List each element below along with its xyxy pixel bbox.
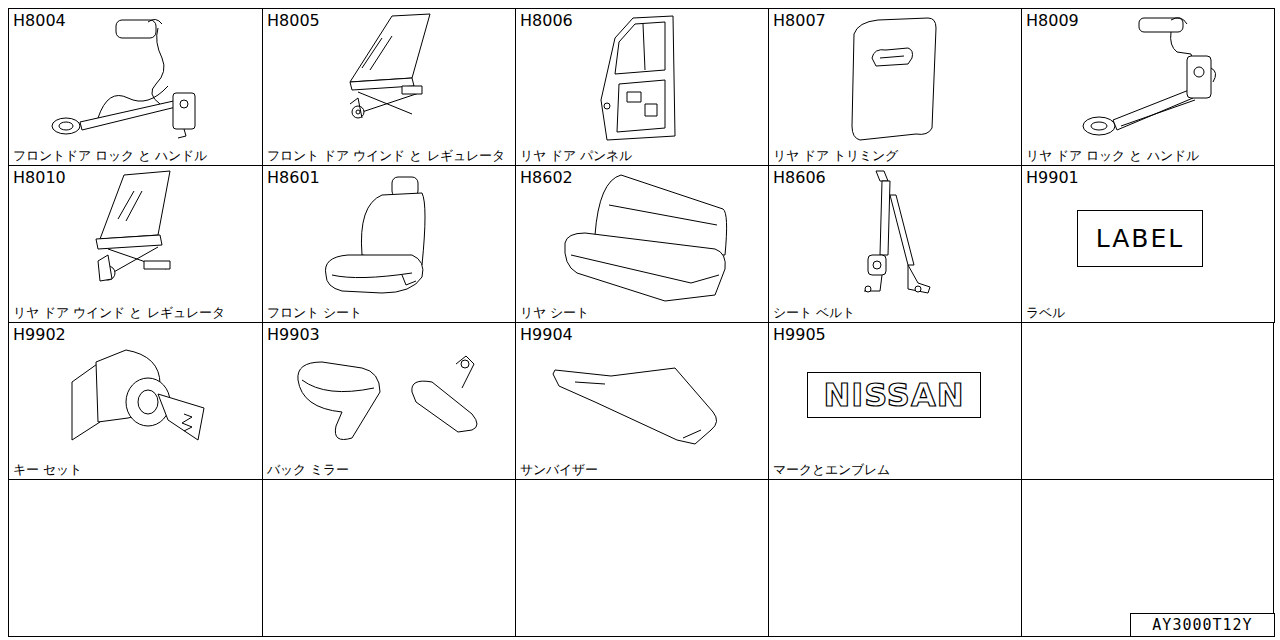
- part-cell: H8606 シート ベルト: [768, 165, 1022, 323]
- part-cell: H8009 リヤ ドア ロック と ハンドル: [1021, 8, 1275, 166]
- part-name: マークとエンブレム: [773, 462, 892, 477]
- front-seat-figure: [325, 177, 425, 293]
- part-code: H8004: [13, 12, 66, 30]
- part-name: ラベル: [1026, 305, 1067, 320]
- label-box: LABEL: [1077, 210, 1203, 267]
- emblem-box: NISSAN: [807, 372, 981, 418]
- part-code: H8006: [520, 12, 573, 30]
- part-cell: H9903 バック ミラー: [262, 322, 516, 480]
- rear-seat-figure: [565, 175, 727, 301]
- reference-code: AY3000T12Y: [1152, 616, 1252, 634]
- lock-handle-figure: [1083, 18, 1216, 135]
- part-cell: H8007 リヤ ドア トリミング: [768, 8, 1022, 166]
- part-name: キー セット: [13, 462, 84, 477]
- part-name: シート ベルト: [773, 305, 857, 320]
- part-name: リヤ ドア ロック と ハンドル: [1026, 148, 1201, 163]
- part-name: リヤ ドア トリミング: [773, 148, 900, 163]
- part-code: H9901: [1026, 169, 1079, 187]
- part-code: H8601: [267, 169, 320, 187]
- key-set-figure: [72, 350, 204, 440]
- part-code: H8010: [13, 169, 66, 187]
- door-panel-figure: [601, 16, 675, 140]
- part-code: H9905: [773, 326, 826, 344]
- part-cell: H8004 フロントドア ロック と ハンドル: [8, 8, 263, 166]
- part-name: リヤ ドア パンネル: [520, 148, 634, 163]
- sun-visor-figure: [553, 368, 717, 444]
- part-cell: H8602 リヤ シート: [515, 165, 769, 323]
- part-cell: H9901 ラベル LABEL: [1021, 165, 1275, 323]
- window-regulator-figure: [350, 14, 430, 118]
- emblem-text: NISSAN: [824, 376, 965, 414]
- part-cell: H9904 サンバイザー: [515, 322, 769, 480]
- part-cell: H8601 フロント シート: [262, 165, 516, 323]
- mirror-figure: [298, 356, 477, 440]
- empty-cells: [9, 323, 1274, 637]
- part-name: リヤ シート: [520, 305, 591, 320]
- part-name: フロント ドア ウインド と レギュレータ: [267, 148, 507, 163]
- door-trim-figure: [852, 18, 936, 140]
- reference-box: AY3000T12Y: [1130, 613, 1275, 637]
- part-name: フロントドア ロック と ハンドル: [13, 148, 209, 163]
- lock-handle-figure: [52, 19, 195, 138]
- part-code: H8005: [267, 12, 320, 30]
- part-name: バック ミラー: [267, 462, 351, 477]
- part-cell: H8005 フロント ドア ウインド と レギュレータ: [262, 8, 516, 166]
- part-code: H8007: [773, 12, 826, 30]
- part-code: H9903: [267, 326, 320, 344]
- part-code: H9902: [13, 326, 66, 344]
- part-cell: H9902 キー セット: [8, 322, 263, 480]
- part-cell: H8010 リヤ ドア ウインド と レギュレータ: [8, 165, 263, 323]
- part-cell: H8006 リヤ ドア パンネル: [515, 8, 769, 166]
- part-code: H8602: [520, 169, 573, 187]
- part-code: H9904: [520, 326, 573, 344]
- part-code: H8606: [773, 169, 826, 187]
- window-regulator-figure: [96, 171, 170, 281]
- label-text: LABEL: [1096, 224, 1184, 253]
- part-cell: H9905 マークとエンブレム NISSAN: [768, 322, 1022, 480]
- part-code: H8009: [1026, 12, 1079, 30]
- part-name: フロント シート: [267, 305, 364, 320]
- seat-belt-figure: [864, 171, 930, 293]
- part-name: サンバイザー: [520, 462, 600, 477]
- part-name: リヤ ドア ウインド と レギュレータ: [13, 305, 227, 320]
